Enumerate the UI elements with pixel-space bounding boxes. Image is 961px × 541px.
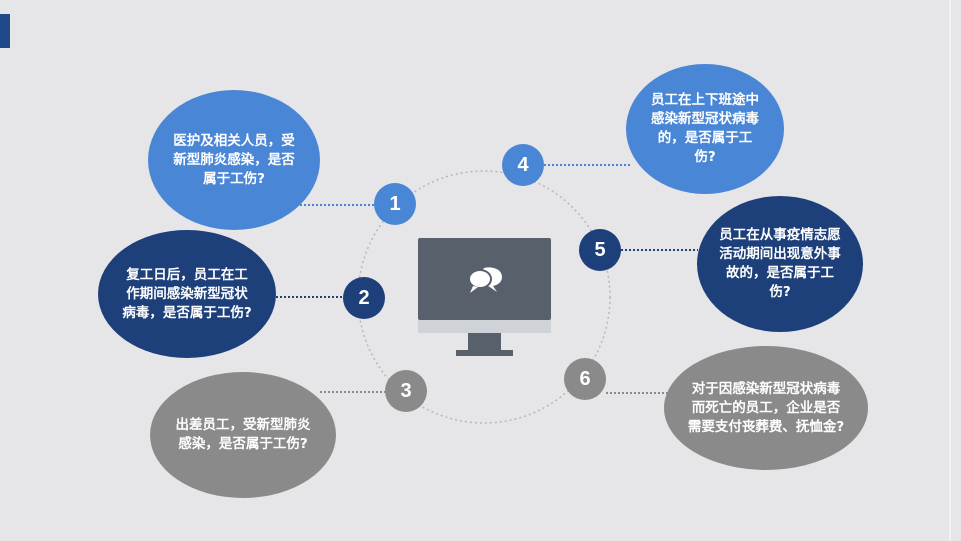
question-bubble-6: 对于因感染新型冠状病毒而死亡的员工，企业是否需要支付丧葬费、抚恤金?: [664, 346, 868, 470]
question-bubble-3: 出差员工，受新型肺炎感染，是否属于工伤?: [150, 372, 336, 498]
question-text-4: 员工在上下班途中感染新型冠状病毒的，是否属于工伤?: [651, 92, 759, 165]
monitor-base: [456, 350, 513, 356]
monitor-screen: [418, 238, 551, 320]
slide-edge: [949, 0, 951, 541]
number-badge-5: 5: [579, 229, 621, 271]
question-text-5: 员工在从事疫情志愿活动期间出现意外事故的，是否属于工伤?: [719, 227, 841, 300]
monitor-icon: [418, 238, 551, 360]
corner-accent-bar: [0, 14, 10, 48]
question-bubble-4: 员工在上下班途中感染新型冠状病毒的，是否属于工伤?: [626, 64, 784, 194]
monitor-bezel: [418, 320, 551, 333]
question-text-1: 医护及相关人员，受新型肺炎感染，是否属于工伤?: [173, 132, 295, 187]
number-badge-1: 1: [374, 183, 416, 225]
number-badge-6: 6: [564, 358, 606, 400]
chat-bubbles-icon: [468, 267, 502, 293]
question-bubble-5: 员工在从事疫情志愿活动期间出现意外事故的，是否属于工伤?: [697, 196, 863, 332]
question-text-3: 出差员工，受新型肺炎感染，是否属于工伤?: [175, 417, 311, 452]
number-badge-2: 2: [343, 277, 385, 319]
question-bubble-2: 复工日后，员工在工作期间感染新型冠状病毒，是否属于工伤?: [98, 230, 276, 358]
question-text-6: 对于因感染新型冠状病毒而死亡的员工，企业是否需要支付丧葬费、抚恤金?: [687, 380, 845, 435]
monitor-neck: [468, 333, 501, 350]
question-text-2: 复工日后，员工在工作期间感染新型冠状病毒，是否属于工伤?: [122, 266, 252, 321]
number-badge-4: 4: [502, 144, 544, 186]
number-badge-3: 3: [385, 370, 427, 412]
question-bubble-1: 医护及相关人员，受新型肺炎感染，是否属于工伤?: [148, 90, 320, 230]
